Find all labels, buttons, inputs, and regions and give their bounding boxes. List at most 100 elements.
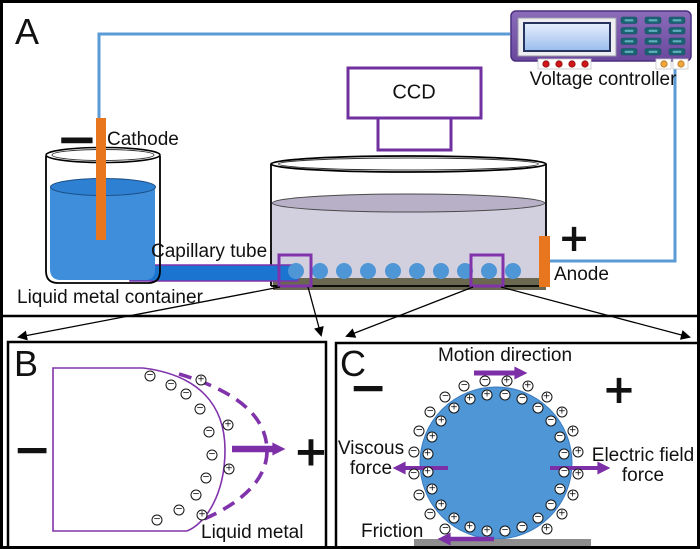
liquid-metal-droplet — [505, 263, 521, 279]
charge-minus-icon: − — [545, 415, 557, 427]
charge-minus-icon: − — [408, 446, 420, 458]
viscous-force-line2: force — [349, 458, 393, 479]
callout-line — [17, 286, 281, 341]
beaker-outline — [45, 156, 161, 284]
liquid-metal-droplet — [409, 263, 425, 279]
charge-plus-icon: + — [541, 391, 553, 403]
controller-key-highlight — [672, 29, 682, 32]
controller-key-highlight — [672, 50, 682, 53]
callout-line — [345, 286, 474, 338]
anode-plus-sign: + — [558, 216, 590, 260]
charge-plus-icon: + — [481, 525, 493, 537]
charge-minus-icon: − — [413, 425, 425, 437]
controller-red-button[interactable] — [555, 60, 563, 68]
cathode-wire — [97, 32, 510, 119]
charge-minus-icon: − — [499, 525, 511, 537]
charge-minus-icon: − — [558, 466, 570, 478]
charge-plus-icon: + — [448, 402, 460, 414]
panel-c-plus-sign: + — [602, 367, 636, 413]
charge-plus-icon: + — [567, 489, 579, 501]
panel-b-minus-sign: − — [12, 422, 52, 476]
charge-plus-icon: + — [572, 446, 584, 458]
charge-minus-icon: − — [424, 406, 436, 418]
electric-field-force-line1: Electric field — [591, 445, 695, 466]
charge-minus-icon: − — [532, 402, 544, 414]
electric-field-force-label: Electric field force — [592, 446, 694, 486]
charge-minus-icon: − — [458, 380, 470, 392]
capillary-tube — [129, 264, 299, 282]
liquid-metal-droplet — [457, 263, 473, 279]
charge-plus-icon: + — [435, 499, 447, 511]
controller-key-highlight — [624, 29, 634, 32]
charge-minus-icon: − — [479, 375, 491, 387]
droplet-circle — [419, 386, 573, 540]
charge-plus-icon: + — [481, 389, 493, 401]
charge-minus-icon: − — [439, 523, 451, 535]
liquid-metal-droplet — [336, 263, 352, 279]
solution-surface — [272, 193, 545, 213]
panel-c-minus-sign: − — [348, 360, 388, 414]
charge-minus-icon: − — [554, 483, 566, 495]
charge-minus-icon: − — [173, 504, 185, 516]
liquid-metal-droplet — [385, 263, 401, 279]
charge-minus-icon: − — [190, 489, 202, 501]
controller-key-highlight — [624, 50, 634, 53]
cathode-label: Cathode — [107, 129, 179, 150]
charge-plus-icon: + — [222, 419, 234, 431]
substrate-bar — [414, 539, 591, 546]
controller-key-highlight — [624, 40, 634, 43]
liquid-metal-droplet — [481, 263, 497, 279]
charge-plus-icon: + — [426, 431, 438, 443]
charge-minus-icon: − — [439, 391, 451, 403]
controller-keypad[interactable] — [620, 16, 686, 56]
friction-label: Friction — [361, 521, 424, 542]
controller-red-button-strip — [537, 58, 592, 70]
controller-key-highlight — [648, 29, 658, 32]
capillary-cross-section — [52, 367, 187, 532]
panel-a-label: A — [15, 11, 40, 52]
charge-plus-icon: + — [435, 415, 447, 427]
capillary-tube-label: Capillary tube — [151, 241, 268, 262]
charge-minus-icon: − — [165, 379, 177, 391]
charge-minus-icon: − — [203, 426, 215, 438]
charge-plus-icon: + — [556, 508, 568, 520]
motion-direction-label: Motion direction — [437, 345, 573, 366]
controller-key-highlight — [672, 40, 682, 43]
anode-electrode — [539, 236, 550, 287]
charge-minus-icon: − — [545, 499, 557, 511]
charge-plus-icon: + — [223, 463, 235, 475]
controller-key-highlight — [648, 19, 658, 22]
charge-plus-icon: + — [464, 393, 476, 405]
controller-orange-button[interactable] — [660, 60, 668, 68]
charge-minus-icon: − — [194, 403, 206, 415]
zoom-region-capillary — [277, 253, 313, 288]
liquid-metal-droplet — [360, 263, 376, 279]
charge-minus-icon: − — [200, 472, 212, 484]
tank-rim — [270, 155, 547, 173]
charge-minus-icon: − — [499, 389, 511, 401]
controller-orange-button[interactable] — [677, 60, 685, 68]
zoom-region-droplet — [469, 253, 505, 288]
charge-minus-icon: − — [516, 521, 528, 533]
liquid-metal-label: Liquid metal — [201, 522, 304, 543]
charge-minus-icon: − — [554, 431, 566, 443]
callout-line — [307, 286, 324, 337]
charge-minus-icon: − — [413, 489, 425, 501]
controller-buttons[interactable] — [542, 60, 685, 68]
anode-label: Anode — [554, 264, 609, 285]
charge-plus-icon: + — [426, 483, 438, 495]
charge-plus-icon: + — [522, 380, 534, 392]
liquid-metal-droplet — [288, 263, 304, 279]
charge-minus-icon: − — [558, 448, 570, 460]
controller-red-button[interactable] — [581, 60, 589, 68]
liquid-metal-container-label: Liquid metal container — [17, 287, 203, 308]
controller-red-button[interactable] — [542, 60, 550, 68]
charge-minus-icon: − — [532, 512, 544, 524]
charge-minus-icon: − — [180, 388, 192, 400]
charge-minus-icon: − — [206, 449, 218, 461]
deformed-meniscus-dashed-curve — [178, 372, 269, 524]
charge-minus-icon: − — [151, 514, 163, 526]
electric-field-force-line2: force — [621, 465, 665, 486]
controller-red-button[interactable] — [568, 60, 576, 68]
